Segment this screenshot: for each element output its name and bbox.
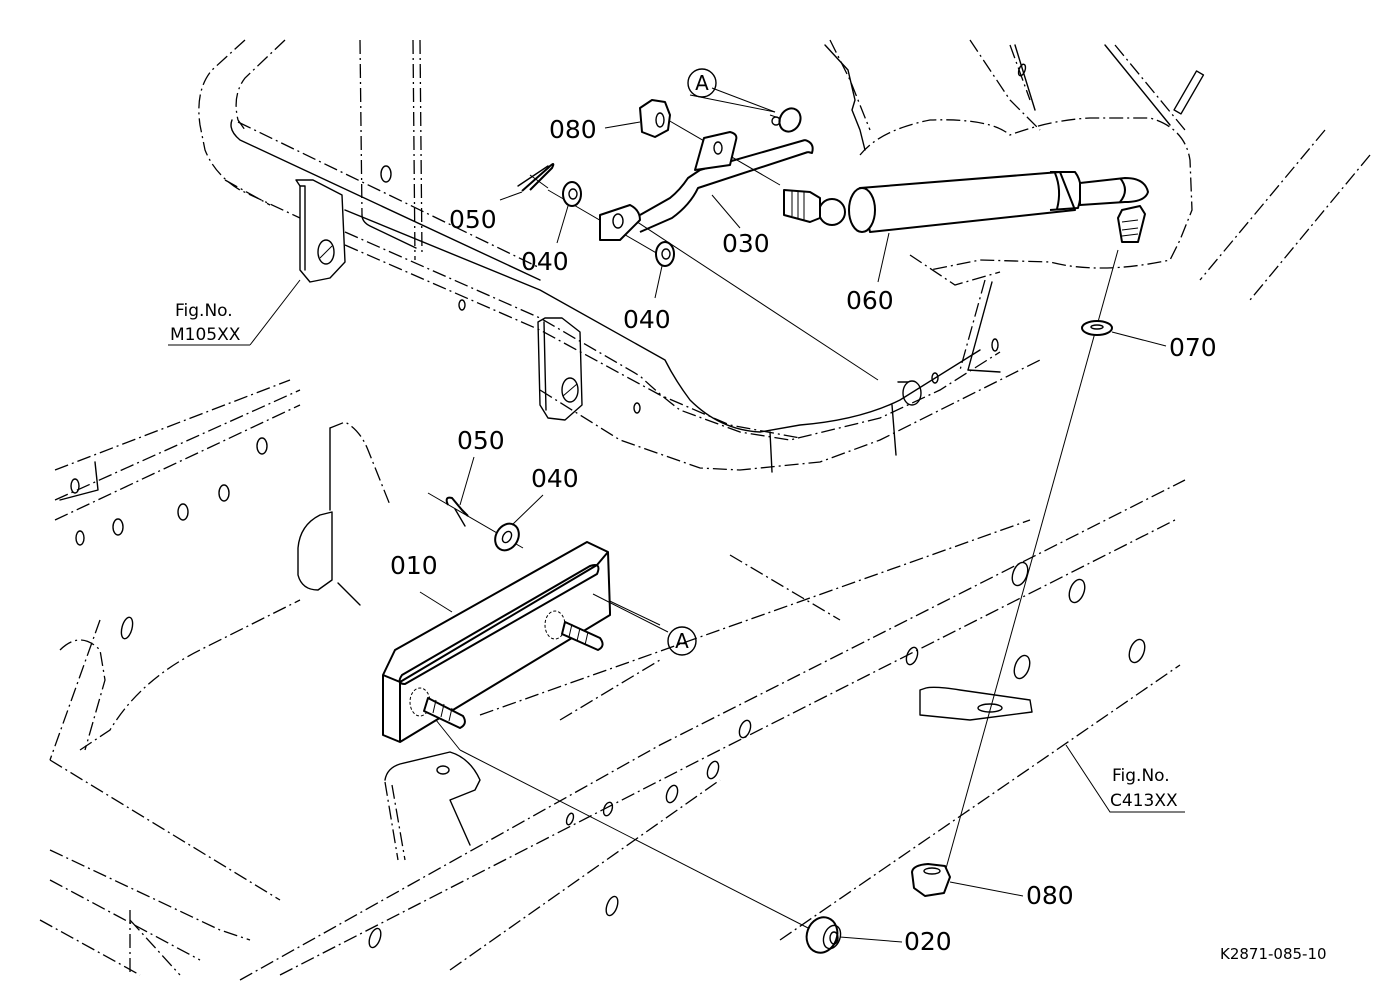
label-part-080-lower: 080 (1026, 881, 1074, 910)
reference-circle (667, 626, 697, 656)
part-080-lower-nut (911, 863, 951, 897)
part-060-gas-spring (783, 171, 1149, 243)
frame-hole (380, 165, 392, 183)
lower-frame-outline (39, 379, 1186, 981)
label-part-080-upper: 080 (549, 115, 597, 144)
label-part-040-upper-right: 040 (623, 305, 671, 334)
label-part-040-upper-left: 040 (521, 247, 569, 276)
part-010-slotted-plate (382, 541, 611, 743)
part-020-nut (805, 916, 842, 954)
figure-reference-c413xx: Fig.No. C413XX (1110, 766, 1178, 811)
callout-leaders (168, 94, 1185, 943)
label-part-050-upper: 050 (449, 205, 497, 234)
fig-ref-line1: Fig.No. (1112, 766, 1170, 786)
part-030-link-rod (599, 107, 814, 241)
fig-ref-line1: Fig.No. (175, 301, 233, 321)
label-part-030: 030 (722, 229, 770, 258)
part-number-labels: 080 050 040 040 030 060 070 050 040 010 … (390, 115, 1217, 956)
label-part-040-lower: 040 (531, 464, 579, 493)
reference-marker-a-upper: A (687, 68, 717, 98)
label-part-010: 010 (390, 551, 438, 580)
figure-reference-m105xx: Fig.No. M105XX (170, 301, 241, 345)
label-part-020: 020 (904, 927, 952, 956)
reference-letter: A (695, 71, 709, 95)
label-part-050-lower: 050 (457, 426, 505, 455)
fig-ref-line2: M105XX (170, 325, 241, 345)
upper-frame-outline (198, 39, 1041, 473)
fig-ref-line2: C413XX (1110, 791, 1178, 811)
upper-right-body-outline (824, 39, 1371, 301)
part-050-lower-clip (445, 496, 469, 527)
part-040-washer-lower (494, 522, 520, 552)
part-050-upper-clip (517, 163, 555, 192)
part-040-washers-upper (562, 181, 675, 267)
drawing-code: K2871-085-10 (1220, 945, 1327, 963)
label-part-060: 060 (846, 286, 894, 315)
part-070-washer (1081, 320, 1113, 336)
reference-marker-a-lower: A (667, 626, 697, 656)
reference-circle (687, 68, 717, 98)
reference-letter: A (675, 629, 689, 653)
part-080-upper-nut (639, 99, 671, 138)
label-part-070: 070 (1169, 333, 1217, 362)
